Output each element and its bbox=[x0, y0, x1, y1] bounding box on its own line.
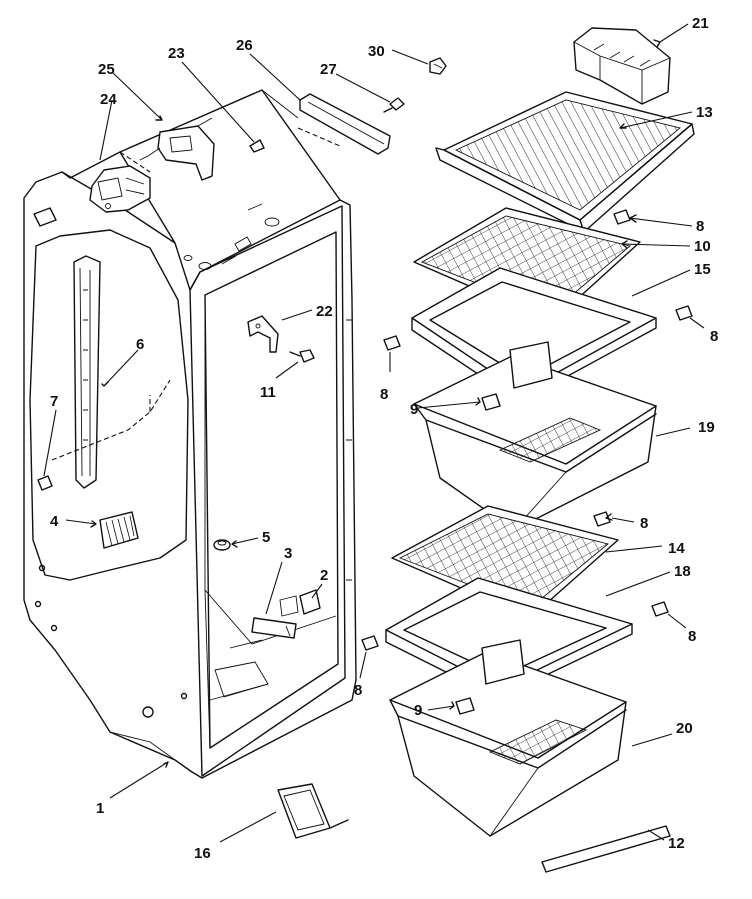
shelf-13 bbox=[435, 91, 695, 233]
screw-23 bbox=[249, 139, 265, 153]
callout-8-e: 8 bbox=[688, 628, 696, 645]
callout-7: 7 bbox=[50, 393, 58, 410]
frame-15 bbox=[411, 267, 657, 403]
callout-19: 19 bbox=[698, 419, 715, 436]
callout-18: 18 bbox=[674, 563, 691, 580]
callout-22: 22 bbox=[316, 303, 333, 320]
bracket-25 bbox=[139, 117, 215, 181]
callout-9-a: 9 bbox=[410, 401, 418, 418]
cabinet-liner bbox=[23, 89, 357, 779]
callout-20: 20 bbox=[676, 720, 693, 737]
clip-30 bbox=[429, 57, 447, 75]
plug-5 bbox=[213, 539, 231, 551]
rail-26 bbox=[299, 93, 391, 155]
callout-30: 30 bbox=[368, 43, 385, 60]
callout-8-d: 8 bbox=[640, 515, 648, 532]
callout-11: 11 bbox=[260, 384, 276, 401]
callout-14: 14 bbox=[668, 540, 685, 557]
callout-12: 12 bbox=[668, 835, 685, 852]
callout-15: 15 bbox=[694, 261, 711, 278]
callout-3: 3 bbox=[284, 545, 292, 562]
screw-11 bbox=[289, 349, 315, 363]
vent-grille bbox=[99, 511, 139, 549]
drawer-19 bbox=[413, 341, 657, 531]
callout-16: 16 bbox=[194, 845, 211, 862]
callout-13: 13 bbox=[696, 104, 713, 121]
callout-10: 10 bbox=[694, 238, 711, 255]
callout-8-f: 8 bbox=[354, 682, 362, 699]
shelf-10 bbox=[413, 207, 641, 323]
callout-4: 4 bbox=[50, 513, 59, 530]
bracket-2 bbox=[279, 589, 321, 617]
panel-16 bbox=[277, 783, 349, 839]
callout-8-a: 8 bbox=[696, 218, 704, 235]
callout-23: 23 bbox=[168, 45, 185, 62]
callout-8-c: 8 bbox=[380, 386, 388, 403]
callout-8-b: 8 bbox=[710, 328, 718, 345]
callout-9-b: 9 bbox=[414, 702, 422, 719]
leader-lines bbox=[43, 23, 705, 843]
control-housing-24 bbox=[89, 165, 151, 213]
screws bbox=[37, 209, 693, 715]
callout-labels: 21 13 30 26 27 23 25 24 8 10 15 8 22 6 1… bbox=[50, 15, 718, 862]
bracket-22 bbox=[247, 315, 279, 353]
strip-3 bbox=[251, 617, 297, 639]
callout-24: 24 bbox=[100, 91, 117, 108]
door-bin-21 bbox=[573, 27, 671, 105]
strip-12 bbox=[541, 825, 671, 873]
callout-27: 27 bbox=[320, 61, 337, 78]
callout-5: 5 bbox=[262, 529, 270, 546]
callout-26: 26 bbox=[236, 37, 253, 54]
callout-21: 21 bbox=[692, 15, 709, 32]
screw-27 bbox=[383, 97, 405, 113]
callout-25: 25 bbox=[98, 61, 115, 78]
callout-2: 2 bbox=[320, 567, 328, 584]
callout-1: 1 bbox=[96, 800, 104, 817]
drawer-20 bbox=[389, 639, 627, 837]
callout-6: 6 bbox=[136, 336, 144, 353]
